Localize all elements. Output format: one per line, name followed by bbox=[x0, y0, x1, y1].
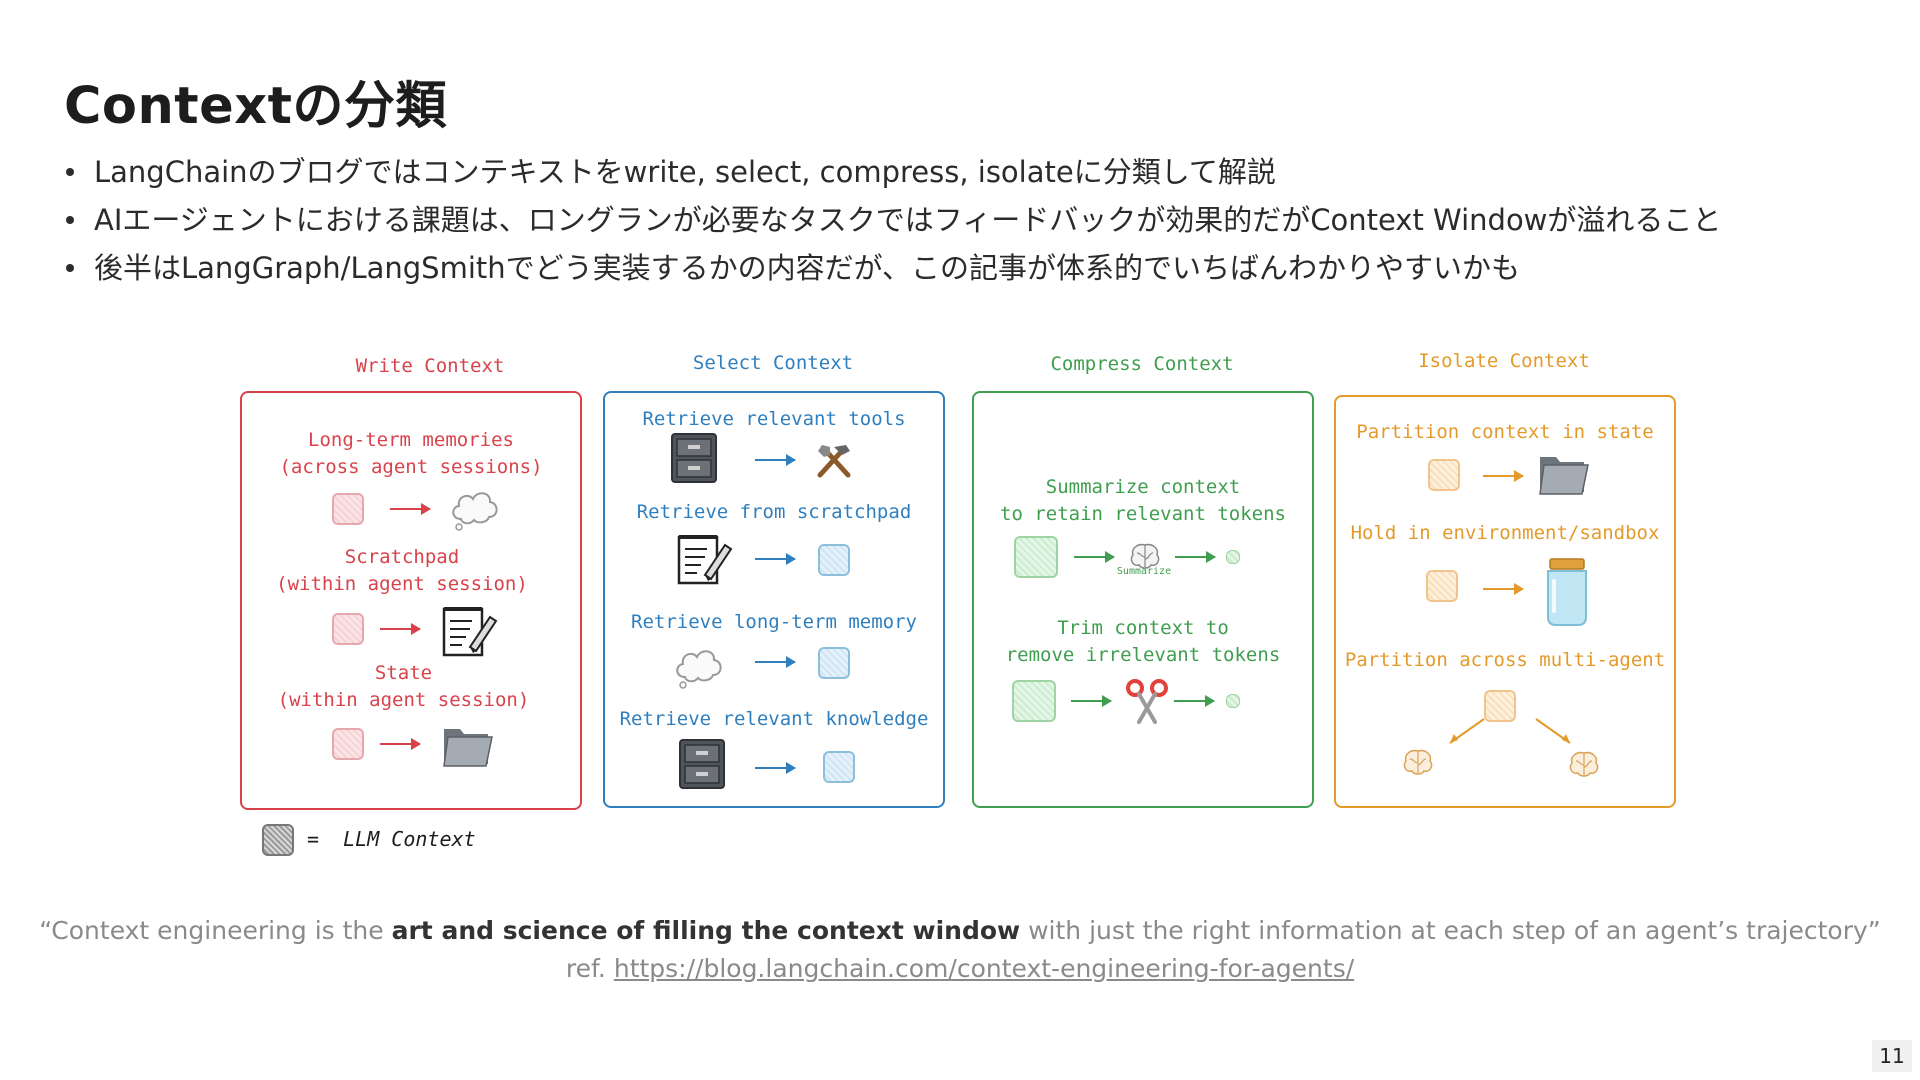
llm-context-box bbox=[1014, 536, 1058, 578]
select-context-title: Select Context bbox=[692, 352, 854, 374]
quote-bold: art and science of filling the context w… bbox=[391, 916, 1021, 945]
compress-context-title: Compress Context bbox=[1050, 353, 1234, 375]
summarize-caption: Summarize bbox=[1116, 566, 1172, 577]
bullet-item: AIエージェントにおける課題は、ロングランが必要なタスクではフィードバックが効果… bbox=[64, 196, 1884, 244]
bullet-dot bbox=[66, 264, 74, 272]
compress-item-sublabel: to retain relevant tokens bbox=[1000, 503, 1286, 525]
arrow-icon bbox=[1483, 583, 1524, 595]
llm-context-box-small bbox=[1226, 550, 1240, 564]
llm-context-box bbox=[1484, 690, 1516, 722]
llm-context-box bbox=[1426, 570, 1458, 602]
arrow-icon bbox=[380, 738, 421, 750]
quote-open: “Context engineering is the bbox=[39, 916, 392, 945]
write-context-title: Write Context bbox=[355, 355, 505, 377]
arrow-icon bbox=[755, 656, 796, 668]
llm-context-box bbox=[1012, 680, 1056, 722]
bullet-dot bbox=[66, 216, 74, 224]
bullet-item: LangChainのブログではコンテキストをwrite, select, com… bbox=[64, 148, 1884, 196]
llm-context-box bbox=[818, 544, 850, 576]
legend-context-box bbox=[262, 824, 294, 856]
compress-item-label: Summarize context bbox=[1045, 476, 1241, 498]
reference: ref. https://blog.langchain.com/context-… bbox=[0, 954, 1920, 983]
bullet-dot bbox=[66, 168, 74, 176]
legend-label: = LLM Context bbox=[307, 827, 476, 851]
isolate-item-label: Partition context in state bbox=[1356, 421, 1654, 443]
bullet-list: LangChainのブログではコンテキストをwrite, select, com… bbox=[64, 148, 1884, 292]
write-item-sublabel: (across agent sessions) bbox=[279, 456, 543, 478]
legend-text: LLM Context bbox=[343, 827, 476, 851]
write-item-sublabel: (within agent session) bbox=[277, 689, 530, 711]
write-item-label: State bbox=[374, 662, 433, 684]
isolate-context-panel: Partition context in state Hold in envir… bbox=[1334, 395, 1676, 808]
select-item-label: Retrieve relevant tools bbox=[642, 408, 906, 430]
quote-close: with just the right information at each … bbox=[1020, 916, 1881, 945]
brain-icon bbox=[1569, 751, 1599, 777]
bullet-text: 後半はLangGraph/LangSmithでどう実装するかの内容だが、この記事… bbox=[94, 251, 1521, 285]
write-context-panel: Long-term memories (across agent session… bbox=[240, 391, 582, 810]
thought-cloud-icon bbox=[676, 650, 722, 689]
page-number: 11 bbox=[1872, 1040, 1912, 1072]
notepad-pencil-icon bbox=[442, 607, 498, 657]
split-arrows-icon bbox=[1449, 718, 1571, 744]
compress-item-label: Trim context to bbox=[1057, 617, 1229, 639]
tools-icon bbox=[817, 445, 851, 478]
select-item-label: Retrieve from scratchpad bbox=[636, 501, 912, 523]
ref-link[interactable]: https://blog.langchain.com/context-engin… bbox=[613, 954, 1355, 983]
ref-prefix: ref. bbox=[565, 954, 614, 983]
bullet-item: 後半はLangGraph/LangSmithでどう実装するかの内容だが、この記事… bbox=[64, 244, 1884, 292]
brain-icon bbox=[1130, 543, 1160, 569]
llm-context-box bbox=[332, 728, 364, 760]
jar-icon bbox=[1547, 558, 1587, 626]
arrow-icon bbox=[1074, 551, 1115, 563]
arrow-icon bbox=[1174, 695, 1215, 707]
arrow-icon bbox=[1071, 695, 1112, 707]
file-cabinet-icon bbox=[679, 739, 725, 789]
llm-context-box-small bbox=[1226, 694, 1240, 708]
scissors-icon bbox=[1126, 679, 1168, 724]
write-item-sublabel: (within agent session) bbox=[276, 573, 528, 595]
arrow-icon bbox=[755, 762, 796, 774]
select-item-label: Retrieve relevant knowledge bbox=[619, 708, 929, 730]
arrow-icon bbox=[380, 623, 421, 635]
write-item-label: Long-term memories bbox=[308, 429, 514, 451]
llm-context-box bbox=[818, 647, 850, 679]
isolate-item-label: Partition across multi-agent bbox=[1344, 649, 1666, 671]
arrow-icon bbox=[755, 454, 796, 466]
arrow-icon bbox=[1483, 470, 1524, 482]
bullet-text: LangChainのブログではコンテキストをwrite, select, com… bbox=[94, 155, 1276, 189]
quote-text: “Context engineering is the art and scie… bbox=[0, 916, 1920, 945]
llm-context-box bbox=[823, 751, 855, 783]
legend-equals: = bbox=[307, 827, 320, 851]
compress-context-panel: Summarize context to retain relevant tok… bbox=[972, 391, 1314, 808]
page-title: Contextの分類 bbox=[64, 77, 448, 136]
bullet-text: AIエージェントにおける課題は、ロングランが必要なタスクではフィードバックが効果… bbox=[94, 203, 1722, 237]
thought-cloud-icon bbox=[452, 492, 498, 531]
notepad-pencil-icon bbox=[677, 535, 733, 585]
isolate-context-title: Isolate Context bbox=[1418, 350, 1590, 372]
folder-icon bbox=[443, 729, 493, 767]
isolate-item-label: Hold in environment/sandbox bbox=[1350, 522, 1660, 544]
write-item-label: Scratchpad bbox=[344, 546, 460, 568]
llm-context-box bbox=[332, 613, 364, 645]
brain-icon bbox=[1403, 749, 1433, 775]
select-item-label: Retrieve long-term memory bbox=[631, 611, 917, 633]
select-context-panel: Retrieve relevant tools Retrieve from sc… bbox=[603, 391, 945, 808]
llm-context-box bbox=[1428, 459, 1460, 491]
compress-item-sublabel: remove irrelevant tokens bbox=[1005, 644, 1281, 666]
file-cabinet-icon bbox=[671, 433, 717, 483]
arrow-icon bbox=[755, 553, 796, 565]
llm-context-box bbox=[332, 493, 364, 525]
arrow-icon bbox=[1175, 551, 1216, 563]
arrow-icon bbox=[390, 503, 431, 515]
folder-icon bbox=[1539, 457, 1589, 495]
